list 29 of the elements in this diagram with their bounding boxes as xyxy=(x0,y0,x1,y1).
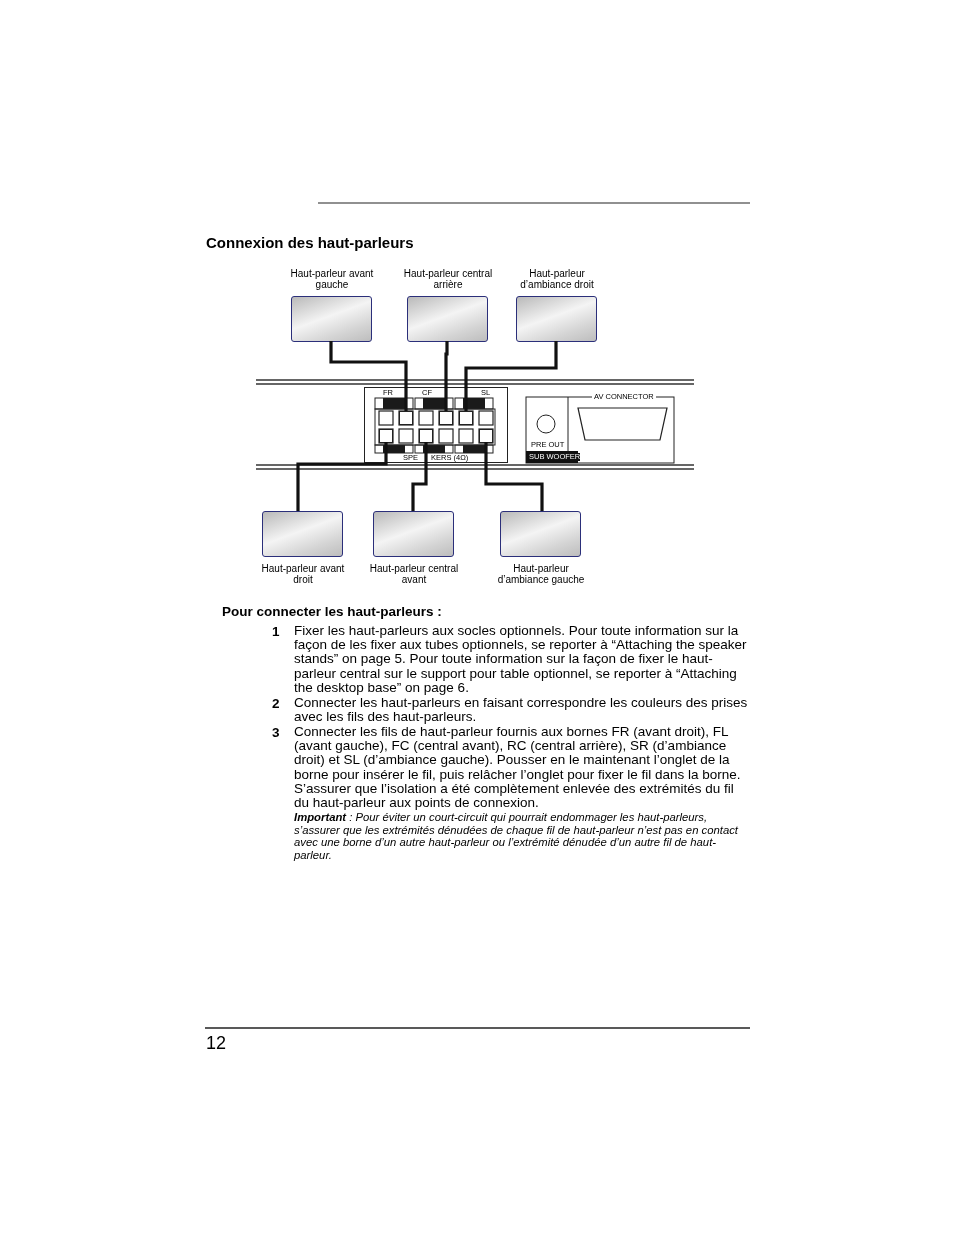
speaker-terminal xyxy=(379,429,393,443)
speaker-wire xyxy=(464,341,558,411)
step-number: 2 xyxy=(272,696,280,711)
speaker-terminal xyxy=(399,411,413,425)
speaker-wire xyxy=(411,442,428,511)
speaker-terminal xyxy=(419,429,433,443)
section-heading: Connexion des haut-parleurs xyxy=(206,234,414,251)
speaker-wire xyxy=(484,442,544,511)
speaker-wire xyxy=(329,341,408,411)
speaker-terminal xyxy=(479,429,493,443)
speaker-label: Haut-parleur avant gauche xyxy=(289,268,375,290)
speaker-wire xyxy=(444,341,449,411)
speaker-terminal xyxy=(459,411,473,425)
speaker-label: Haut-parleur d’ambiance gauche xyxy=(496,563,586,585)
page-number: 12 xyxy=(206,1033,227,1054)
important-note: Important : Pour éviter un court-circuit qui pourrait endommager les haut-parleurs, s’assurer que les extrémités dénudées de chaque fil de haut-parleur n’est pas en contact avec une borne d’un autre haut-parleur ou l’extrémité dénudée d’un autre fil de haut-parleur. xyxy=(294,811,740,862)
subheading: Pour connecter les haut-parleurs : xyxy=(222,604,442,619)
step-text: Connecter les haut-parleurs en faisant correspondre les couleurs des prises avec les fils des haut-parleurs. xyxy=(294,696,749,725)
step-text: Fixer les haut-parleurs aux socles optionnels. Pour toute information sur la façon de les fixer aux tubes optionnels, se reporter à “Attaching the speaker stands” on page 5. Pour toute information sur la façon de fixer le haut-parleur central sur le support pour table optionnel, se reporter à “Attaching the desktop base” on page 6. xyxy=(294,624,748,695)
speaker-label: Haut-parleur central arrière xyxy=(402,268,494,290)
step-number: 1 xyxy=(272,624,280,639)
speaker-label: Haut-parleur central avant xyxy=(368,563,460,585)
speaker-terminal-panel xyxy=(364,387,508,463)
step-text: Connecter les fils de haut-parleur fournis aux bornes FR (avant droit), FL (avant gauche), FC (central avant), RC (central arrière), SR (d’ambiance droit) et SL (d’ambiance gauche). Pousser en le maintenant l’onglet de la borne pour insérer le fil, puis relâcher l’onglet pour fixer le fil dans la borne. S’assurer que l’isolation a été complètement enlevée des extrémités du fil du haut-parleur aux points de connexion. xyxy=(294,725,742,811)
step-number: 3 xyxy=(272,725,280,740)
speaker-wire xyxy=(296,442,388,511)
speaker-label: Haut-parleur d’ambiance droit xyxy=(519,268,595,290)
speaker-terminal xyxy=(439,411,453,425)
speaker-label: Haut-parleur avant droit xyxy=(260,563,346,585)
